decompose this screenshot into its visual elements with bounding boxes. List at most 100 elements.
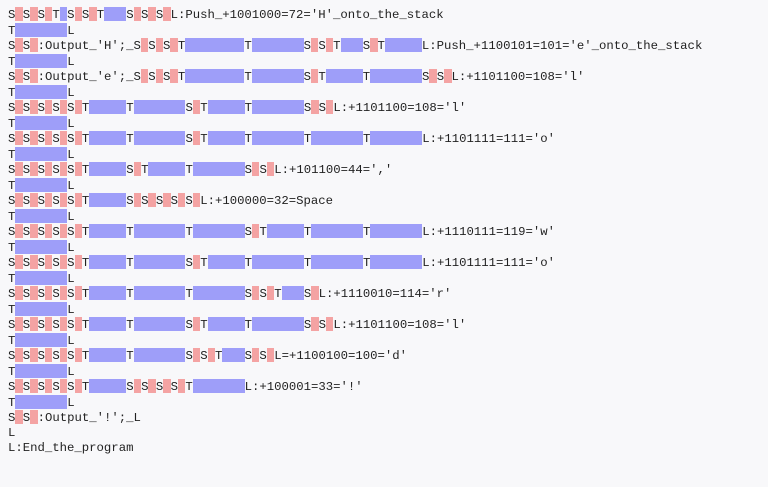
code-text: S xyxy=(421,70,430,84)
code-text: S xyxy=(170,380,179,394)
tab-marker xyxy=(207,317,245,331)
code-text: S xyxy=(163,70,171,84)
space-marker xyxy=(15,100,23,114)
tab-marker xyxy=(185,38,245,52)
code-text: L:+1101100=108='l' xyxy=(333,318,467,332)
space-marker xyxy=(311,286,319,300)
code-line: L:End_the_program xyxy=(8,441,702,457)
code-text: T xyxy=(215,349,223,363)
space-marker xyxy=(15,379,23,393)
space-marker xyxy=(74,348,82,362)
tab-marker xyxy=(89,379,127,393)
space-marker xyxy=(30,69,38,83)
tab-marker xyxy=(281,286,304,300)
code-text: S xyxy=(67,349,75,363)
tab-marker xyxy=(15,53,68,68)
code-text: T xyxy=(185,380,193,394)
space-marker xyxy=(74,255,82,269)
code-text: L:Push_+1100101=101='e'_onto_the_stack xyxy=(421,39,703,53)
code-text: T xyxy=(52,8,60,22)
space-marker xyxy=(30,379,38,393)
code-text: S xyxy=(52,101,60,115)
tab-marker xyxy=(252,131,304,145)
space-marker xyxy=(163,7,171,21)
space-marker xyxy=(148,7,156,21)
tab-marker xyxy=(89,100,127,114)
code-text: S xyxy=(141,8,149,22)
space-marker xyxy=(44,7,53,21)
code-text: T xyxy=(363,225,371,239)
space-marker xyxy=(15,317,23,331)
code-text: T xyxy=(8,54,16,69)
code-text: S xyxy=(52,256,60,270)
code-text: L:+1110111=119='w' xyxy=(422,225,556,239)
code-text: L=+1100100=100='d' xyxy=(274,349,408,363)
tab-marker xyxy=(252,255,304,269)
space-marker xyxy=(133,7,142,21)
code-text: T xyxy=(200,132,208,146)
tab-marker xyxy=(207,100,245,114)
tab-marker xyxy=(222,348,245,362)
tab-marker xyxy=(251,69,304,83)
code-text: T xyxy=(177,70,186,84)
code-text: L:End_the_program xyxy=(8,441,134,455)
code-text: S xyxy=(37,287,45,301)
code-text: T xyxy=(177,39,186,53)
tab-marker xyxy=(251,38,304,52)
code-line: L xyxy=(8,426,702,442)
space-marker xyxy=(15,162,23,176)
tab-marker xyxy=(370,69,422,83)
code-text: L xyxy=(67,209,75,224)
code-text: S xyxy=(141,380,149,394)
code-text: S xyxy=(303,101,312,115)
code-text: S xyxy=(22,411,31,425)
tab-marker xyxy=(15,84,68,99)
space-marker xyxy=(192,131,201,145)
space-marker xyxy=(15,224,23,238)
code-text: S xyxy=(37,225,45,239)
tab-marker xyxy=(370,255,423,269)
code-text: S xyxy=(155,194,164,208)
code-text: T xyxy=(81,380,90,394)
code-text: T xyxy=(185,287,193,301)
tab-marker xyxy=(89,131,127,145)
code-text: T xyxy=(200,101,208,115)
code-text: S xyxy=(8,101,16,115)
space-marker xyxy=(74,7,82,21)
code-text: L xyxy=(67,395,75,410)
code-text: S xyxy=(8,225,16,239)
space-marker xyxy=(30,131,38,145)
code-text: T xyxy=(259,225,267,239)
code-text: :Output_'!';_L xyxy=(37,411,141,425)
tab-marker xyxy=(192,286,245,300)
tab-marker xyxy=(185,69,245,83)
space-marker xyxy=(15,410,23,424)
space-marker xyxy=(207,348,216,362)
code-text: S xyxy=(37,380,45,394)
code-text: S xyxy=(303,39,311,53)
space-marker xyxy=(59,131,68,145)
space-marker xyxy=(252,286,260,300)
code-text: L xyxy=(67,23,75,38)
tab-marker xyxy=(15,146,68,161)
code-text: T xyxy=(81,101,90,115)
space-marker xyxy=(178,193,186,207)
code-text: S xyxy=(37,256,45,270)
code-text: S xyxy=(8,349,16,363)
code-text: S xyxy=(52,163,60,177)
space-marker xyxy=(444,69,452,83)
space-marker xyxy=(370,38,378,52)
code-text: L xyxy=(67,302,75,317)
tab-marker xyxy=(89,224,127,238)
code-text: S xyxy=(259,287,267,301)
code-text: S xyxy=(52,318,60,332)
space-marker xyxy=(140,69,149,83)
space-marker xyxy=(30,162,38,176)
tab-marker xyxy=(15,394,68,409)
code-text: S xyxy=(22,349,31,363)
